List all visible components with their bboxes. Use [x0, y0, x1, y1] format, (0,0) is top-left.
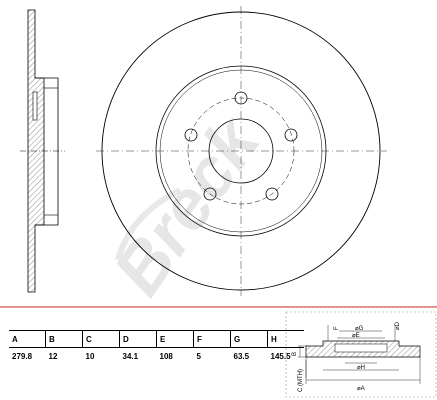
- watermark-text: Breck: [98, 102, 275, 309]
- cross-section-diagram: F ⌀G ⌀E ⌀D ⌀H ⌀A B C (MTH): [285, 311, 437, 398]
- spec-value-cell: 12: [48, 351, 58, 361]
- spec-header-cell: B: [45, 330, 83, 348]
- spec-value-cell: 63.5: [233, 351, 250, 361]
- spec-value-cell: 10: [85, 351, 95, 361]
- spec-header-cell: F: [193, 330, 231, 348]
- dim-f-label: F: [334, 326, 340, 330]
- spec-header-cell: E: [156, 330, 194, 348]
- spec-header-cell: G: [230, 330, 268, 348]
- bolt-hole: [184, 128, 198, 142]
- disc-front-view: [96, 6, 387, 296]
- spec-table: A B C D E F G H 279.8 12 10 34.1 108 5 6…: [9, 330, 304, 364]
- spec-value-cell: 108: [159, 351, 173, 361]
- spec-value-row: 279.8 12 10 34.1 108 5 63.5 145.5: [9, 348, 304, 365]
- dim-e-label: ⌀E: [352, 333, 360, 339]
- dim-d-label: ⌀D: [395, 321, 401, 330]
- spec-value-cell: 145.5: [270, 351, 291, 361]
- spec-value-cell: 34.1: [122, 351, 139, 361]
- brand-watermark: Breck: [98, 102, 275, 309]
- dim-b-label: B: [292, 352, 298, 356]
- dim-g-label: ⌀G: [355, 326, 364, 332]
- spec-value-cell: 5: [196, 351, 201, 361]
- bolt-hole: [203, 187, 217, 201]
- spec-header-cell: A: [9, 330, 46, 348]
- dim-h-label: ⌀H: [357, 365, 365, 371]
- bolt-hole: [284, 128, 298, 142]
- disc-side-profile: [20, 9, 65, 293]
- spec-header-cell: H: [267, 330, 304, 348]
- spec-header-cell: C: [82, 330, 120, 348]
- spec-value-cell: 279.8: [12, 351, 33, 361]
- watermark-swoosh: [115, 187, 182, 261]
- dim-c-label: C (MTH): [298, 369, 304, 392]
- bolt-hole: [234, 91, 248, 105]
- spec-header-row: A B C D E F G H: [9, 330, 304, 348]
- bolt-hole: [265, 187, 279, 201]
- spec-header-cell: D: [119, 330, 157, 348]
- dim-a-label: ⌀A: [357, 386, 365, 392]
